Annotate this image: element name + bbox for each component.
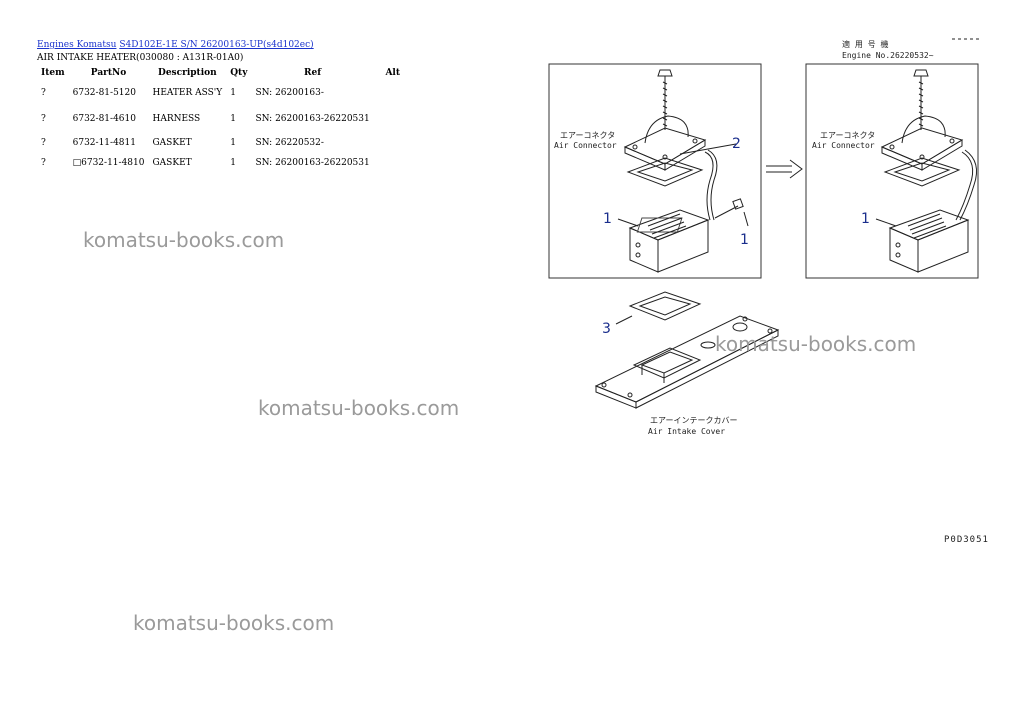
col-item-header: Item: [41, 68, 65, 78]
page-title: AIR INTAKE HEATER(030080 : A131R-01A0): [37, 53, 244, 63]
callout-3: 3: [602, 321, 611, 337]
cell-partno: 6732-81-4610: [72, 114, 136, 124]
cell-partno: 6732-81-5120: [72, 88, 136, 98]
heater-assy-right: [888, 209, 970, 273]
breadcrumb-link-model[interactable]: S4D102E-1E S/N 26200163-UP(s4d102ec): [119, 40, 314, 50]
gasket-upper-left: [626, 157, 704, 187]
table-row: ? 6732-11-4811 GASKET 1 SN: 26220532-: [37, 132, 412, 152]
cell-description: HEATER ASS'Y: [152, 88, 223, 98]
cell-partno: 6732-11-4811: [72, 138, 136, 148]
cell-partno: □6732-11-4810: [72, 158, 145, 168]
callout-1-leader: [617, 218, 639, 227]
cell-alt: [374, 132, 412, 152]
callout-1: 1: [603, 211, 612, 227]
air-connector-jp-left: エアーコネクタ: [560, 131, 615, 140]
col-qty-header: Qty: [230, 68, 248, 78]
breadcrumb: Engines Komatsu S4D102E-1E S/N 26200163-…: [37, 40, 314, 50]
applicable-label: 適 用 号 機: [842, 39, 888, 49]
parts-table: Item PartNo Description Qty Ref Alt ? 67…: [37, 66, 412, 172]
cell-ref: SN: 26200163-26220531: [255, 158, 370, 168]
table-row: ? 6732-81-5120 HEATER ASS'Y 1 SN: 262001…: [37, 80, 412, 106]
breadcrumb-link-engines[interactable]: Engines Komatsu: [37, 40, 117, 50]
cell-description: HARNESS: [152, 114, 201, 124]
watermark: komatsu-books.com: [133, 611, 335, 635]
cell-ref: SN: 26220532-: [255, 138, 324, 148]
air-intake-cover: [594, 315, 780, 409]
cell-ref: SN: 26200163-: [255, 88, 324, 98]
cell-ref: SN: 26200163-26220531: [255, 114, 370, 124]
after-frame: [805, 63, 979, 279]
watermark: komatsu-books.com: [258, 396, 460, 420]
cell-alt: [374, 152, 412, 172]
cell-item: ?: [41, 158, 46, 168]
cell-qty: 1: [230, 88, 236, 98]
air-intake-cover-jp: エアーインテークカバー: [650, 416, 738, 425]
callout-1c-leader: [875, 218, 897, 227]
watermark: komatsu-books.com: [715, 332, 917, 356]
gasket-upper-right: [883, 157, 961, 187]
parts-diagram: 適 用 号 機 Engine No.26220532~ エアーコネクタ Air …: [548, 38, 982, 436]
drawing-code: P0D3051: [944, 535, 989, 545]
harness-left: [679, 143, 737, 221]
cell-alt: [374, 106, 412, 132]
air-connector-en-right: Air Connector: [812, 141, 875, 150]
col-alt-header: Alt: [385, 68, 401, 78]
air-connector-left: [623, 115, 707, 171]
cell-qty: 1: [230, 158, 236, 168]
air-connector-jp-right: エアーコネクタ: [820, 131, 875, 140]
cell-description: GASKET: [152, 158, 192, 168]
col-description-header: Description: [158, 68, 217, 78]
cell-item: ?: [41, 114, 46, 124]
callout-1c: 1: [861, 211, 870, 227]
col-partno-header: PartNo: [90, 68, 127, 78]
col-ref-header: Ref: [304, 68, 322, 78]
table-header-row: Item PartNo Description Qty Ref Alt: [37, 66, 412, 80]
gasket-lower: [628, 291, 702, 321]
harness-right: [955, 149, 977, 221]
cell-qty: 1: [230, 138, 236, 148]
before-frame: [548, 63, 762, 279]
watermark: komatsu-books.com: [83, 228, 285, 252]
callout-3-leader: [615, 315, 633, 325]
cell-qty: 1: [230, 114, 236, 124]
engine-no-label: Engine No.26220532~: [842, 51, 934, 60]
table-row: ? 6732-81-4610 HARNESS 1 SN: 26200163-26…: [37, 106, 412, 132]
cell-item: ?: [41, 88, 46, 98]
callout-1b: 1: [740, 232, 749, 248]
terminal-bolt-left: [714, 198, 749, 227]
bolt-right: [913, 69, 929, 130]
air-intake-cover-en: Air Intake Cover: [648, 427, 725, 436]
bolt-left: [657, 69, 673, 130]
air-connector-right: [880, 115, 964, 171]
heater-assy-left: [628, 209, 710, 273]
cell-item: ?: [41, 138, 46, 148]
cell-alt: [374, 80, 412, 106]
table-row: ? □6732-11-4810 GASKET 1 SN: 26200163-26…: [37, 152, 412, 172]
arrow-icon: [766, 159, 803, 179]
callout-2: 2: [732, 136, 741, 152]
air-connector-en-left: Air Connector: [554, 141, 617, 150]
cell-description: GASKET: [152, 138, 192, 148]
